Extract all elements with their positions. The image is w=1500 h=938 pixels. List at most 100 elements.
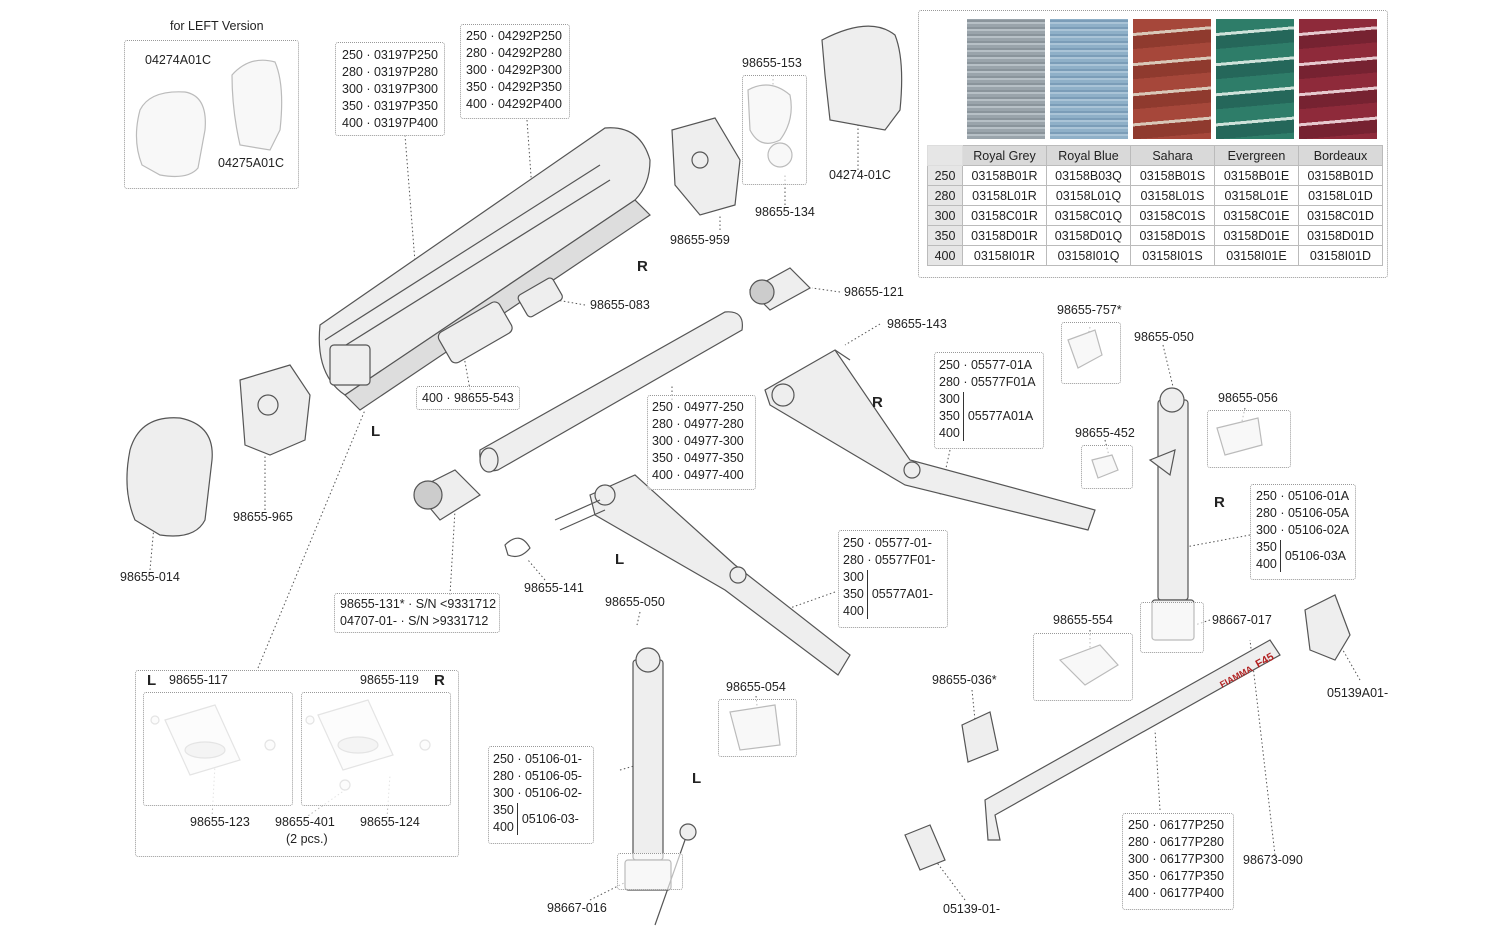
code-cell: 03158D01S xyxy=(1130,225,1215,246)
part-98655-054: 98655-054 xyxy=(726,680,786,694)
side-mark-r-leg: R xyxy=(1214,494,1225,511)
part-054-box xyxy=(718,699,797,757)
table-row: 280 03158L01R 03158L01Q 03158L01S 03158L… xyxy=(927,185,1383,206)
part-98655-554: 98655-554 xyxy=(1053,613,1113,627)
right-arm-drawing xyxy=(764,349,1096,531)
arm-r-code-280: 280 · 05577F01A xyxy=(939,375,1036,389)
left-version-title: for LEFT Version xyxy=(170,19,264,33)
part-98667-016: 98667-016 xyxy=(547,901,607,915)
part-554-box xyxy=(1033,633,1133,701)
leg-l-code-list: 250 · 05106-01- 280 · 05106-05- 300 · 05… xyxy=(493,752,582,835)
part-98655-141: 98655-141 xyxy=(524,581,584,595)
table-row: 250 03158B01R 03158B03Q 03158B01S 03158B… xyxy=(927,165,1383,186)
code-cell: 03158L01R xyxy=(962,185,1047,206)
left-version-box xyxy=(124,40,299,189)
leg-l-code-250: 250 · 05106-01- xyxy=(493,752,582,766)
arm-l-group-code: 05577A01- xyxy=(871,587,934,601)
case-code-250: 250 · 03197P250 xyxy=(342,48,438,62)
case-code-list: 250 · 03197P250 280 · 03197P280 300 · 03… xyxy=(342,48,438,131)
leg-r-group-code: 05106-03A xyxy=(1284,548,1347,563)
arm-r-code-list: 250 · 05577-01A 280 · 05577F01A 300 350 … xyxy=(939,358,1036,441)
code-cell: 03158L01E xyxy=(1214,185,1299,206)
code-cell: 03158L01Q xyxy=(1046,185,1131,206)
code-cell: 03158B03Q xyxy=(1046,165,1131,186)
part-98655-452: 98655-452 xyxy=(1075,426,1135,440)
front-code-400: 400 · 04292P400 xyxy=(466,97,562,111)
arm-r-size-300: 300 xyxy=(939,392,960,406)
leg-r-size-350: 350 xyxy=(1256,540,1277,554)
arm-l-codes-box xyxy=(838,530,948,628)
arm-r-codes-box xyxy=(934,352,1044,449)
bar-code-300: 300 · 06177P300 xyxy=(1128,852,1224,866)
bar-code-400: 400 · 06177P400 xyxy=(1128,886,1224,900)
swatch-royal-blue xyxy=(1050,19,1128,139)
part-153-box xyxy=(742,75,807,185)
part-98655-757: 98655-757* xyxy=(1057,303,1122,317)
end-cap-kit-right-box xyxy=(301,692,451,806)
code-cell: 03158D01Q xyxy=(1046,225,1131,246)
code-cell: 03158B01R xyxy=(962,165,1047,186)
size-cell: 250 xyxy=(927,165,963,186)
part-98655-401-note: (2 pcs.) xyxy=(286,832,328,846)
part-98655-153: 98655-153 xyxy=(742,56,802,70)
leg-r-code-250: 250 · 05106-01A xyxy=(1256,489,1350,503)
size-cell: 400 xyxy=(927,245,963,266)
part-98673-090: 98673-090 xyxy=(1243,853,1303,867)
part-98655-124: 98655-124 xyxy=(360,815,420,829)
part-131-box xyxy=(334,593,500,633)
bar-code-list: 250 · 06177P250 280 · 06177P280 300 · 06… xyxy=(1128,818,1224,901)
part-98655-050-r: 98655-050 xyxy=(1134,330,1194,344)
part-98655-401: 98655-401 xyxy=(275,815,335,829)
part-04274-01C: 04274-01C xyxy=(829,168,891,182)
part-04275A01C: 04275A01C xyxy=(218,156,285,170)
code-cell: 03158I01R xyxy=(962,245,1047,266)
front-code-250: 250 · 04292P250 xyxy=(466,29,562,43)
side-mark-l-leg: L xyxy=(692,770,702,787)
header-royal-grey: Royal Grey xyxy=(962,145,1047,166)
front-code-list: 250 · 04292P250 280 · 04292P280 300 · 04… xyxy=(466,29,562,112)
arm-r-code-250: 250 · 05577-01A xyxy=(939,358,1033,372)
part-98655-121: 98655-121 xyxy=(844,285,904,299)
tube-code-350: 350 · 04977-350 xyxy=(652,451,744,465)
part-98655-056: 98655-056 xyxy=(1218,391,1278,405)
kit-side-mark-r: R xyxy=(434,672,445,689)
case-code-400: 400 · 03197P400 xyxy=(342,116,438,130)
front-code-350: 350 · 04292P350 xyxy=(466,80,562,94)
code-cell: 03158C01Q xyxy=(1046,205,1131,226)
code-cell: 03158C01E xyxy=(1214,205,1299,226)
header-corner xyxy=(927,145,963,166)
case-code-350: 350 · 03197P350 xyxy=(342,99,438,113)
arm-l-code-list: 250 · 05577-01- 280 · 05577F01- 300 350 … xyxy=(843,536,935,619)
front-code-300: 300 · 04292P300 xyxy=(466,63,562,77)
part-98655-959: 98655-959 xyxy=(670,233,730,247)
tube-code-300: 300 · 04977-300 xyxy=(652,434,744,448)
part-757-box xyxy=(1061,322,1121,384)
leg-r-size-400: 400 xyxy=(1256,557,1277,571)
arm-r-group-code: 05577A01A xyxy=(967,409,1034,423)
header-sahara: Sahara xyxy=(1130,145,1215,166)
leg-r-code-300: 300 · 05106-02A xyxy=(1256,523,1350,537)
leg-l-code-280: 280 · 05106-05- xyxy=(493,769,582,783)
leg-l-group-code: 05106-03- xyxy=(521,811,579,826)
table-row: 300 03158C01R 03158C01Q 03158C01S 03158C… xyxy=(927,205,1383,226)
bar-code-350: 350 · 06177P350 xyxy=(1128,869,1224,883)
side-mark-l-case: L xyxy=(371,423,381,440)
leg-l-size-350: 350 xyxy=(493,803,514,817)
code-cell: 03158D01E xyxy=(1214,225,1299,246)
tube-code-400: 400 · 04977-400 xyxy=(652,468,744,482)
awning-case-drawing xyxy=(318,127,651,411)
code-cell: 03158C01S xyxy=(1130,205,1215,226)
part-452-box xyxy=(1081,445,1133,489)
code-cell: 03158B01E xyxy=(1214,165,1299,186)
code-cell: 03158C01D xyxy=(1298,205,1383,226)
roller-tube-drawing xyxy=(413,267,811,521)
part-543-box xyxy=(416,386,520,410)
part-98655-119: 98655-119 xyxy=(360,673,419,687)
case-codes-box xyxy=(335,42,445,136)
swatch-sahara xyxy=(1133,19,1211,139)
arm-r-size-400: 400 xyxy=(939,426,960,440)
code-cell: 03158B01S xyxy=(1130,165,1215,186)
bar-code-250: 250 · 06177P250 xyxy=(1128,818,1224,832)
left-arm-drawing xyxy=(504,474,851,676)
